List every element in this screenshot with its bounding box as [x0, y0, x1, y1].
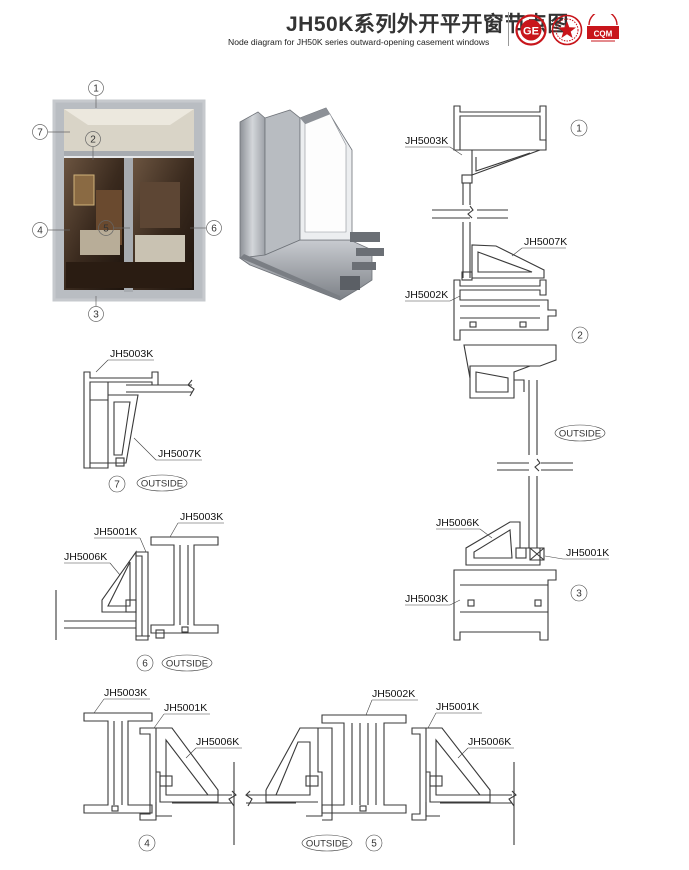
node-number-1: 1	[576, 124, 582, 135]
ge-logo-text: GE	[523, 26, 539, 38]
outside-label-45: OUTSIDE	[306, 839, 348, 850]
overview-callout-labels: 1 2 3 4 5 6 7	[37, 84, 217, 321]
callout-6: 6	[211, 224, 217, 235]
outside-label-6: OUTSIDE	[166, 659, 208, 670]
node-number-6: 6	[142, 659, 148, 670]
ge-logo: GE	[515, 14, 547, 46]
callout-4: 4	[37, 226, 43, 237]
label-jh5001k: JH5001K	[566, 547, 609, 559]
detail-6-drawing	[55, 536, 219, 641]
detail-7-labels: JH5003K JH5007K 7 OUTSIDE	[110, 348, 201, 491]
outside-label-123: OUTSIDE	[559, 429, 601, 440]
page-subtitle: Node diagram for JH50K series outward-op…	[228, 37, 490, 47]
callout-5: 5	[103, 224, 109, 235]
label-jh5006k: JH5006K	[436, 517, 479, 529]
label-jh5003k-d4: JH5003K	[104, 687, 147, 699]
label-jh5002k: JH5002K	[405, 289, 448, 301]
label-jh5006k-d6: JH5006K	[64, 551, 107, 563]
profile-3d-render	[238, 107, 384, 301]
detail-45-drawing	[83, 712, 517, 845]
node-number-7: 7	[114, 480, 120, 491]
callout-2: 2	[90, 135, 96, 146]
label-jh5007k-d7: JH5007K	[158, 448, 201, 460]
node-number-4: 4	[144, 839, 150, 850]
callout-3: 3	[93, 310, 99, 321]
header-divider	[508, 12, 509, 46]
label-jh5001k-d5: JH5001K	[436, 701, 479, 713]
detail-123-labels: JH5003K JH5007K JH5002K JH5006K JH5001K …	[405, 124, 609, 606]
node-number-2: 2	[577, 331, 583, 342]
label-jh5003k-top: JH5003K	[405, 135, 448, 147]
label-jh5003k-d7: JH5003K	[110, 348, 153, 360]
detail-7-leaders	[95, 359, 202, 493]
window-overview	[52, 99, 206, 302]
overview-callouts	[32, 80, 222, 322]
node-number-5: 5	[371, 839, 377, 850]
detail-6-leaders	[64, 522, 224, 672]
label-jh5006k-d5: JH5006K	[468, 736, 511, 748]
detail-123-drawing	[432, 105, 573, 641]
callout-1: 1	[93, 84, 99, 95]
cqm-logo-text: CQM	[594, 30, 613, 39]
label-jh5001k-d6: JH5001K	[94, 526, 137, 538]
star-seal-logo	[551, 14, 583, 46]
detail-6-labels: JH5001K JH5003K JH5006K 6 OUTSIDE	[64, 511, 223, 670]
detail-45-labels: JH5003K JH5001K JH5006K JH5002K JH5001K …	[104, 687, 511, 850]
page-title: JH50K系列外开平开窗节点图	[286, 13, 569, 36]
outside-label-7: OUTSIDE	[141, 479, 183, 490]
label-jh5001k-d4: JH5001K	[164, 702, 207, 714]
label-jh5007k: JH5007K	[524, 236, 567, 248]
detail-123-leaders	[405, 119, 609, 606]
node-number-3: 3	[576, 589, 582, 600]
detail-45-leaders	[93, 698, 514, 852]
label-jh5002k-d5: JH5002K	[372, 688, 415, 700]
detail-7-drawing	[83, 371, 195, 469]
callout-7: 7	[37, 128, 43, 139]
label-jh5003k-d6: JH5003K	[180, 511, 223, 523]
label-jh5006k-d4: JH5006K	[196, 736, 239, 748]
label-jh5003k-bottom: JH5003K	[405, 593, 448, 605]
cqm-logo: CQM	[587, 14, 619, 42]
